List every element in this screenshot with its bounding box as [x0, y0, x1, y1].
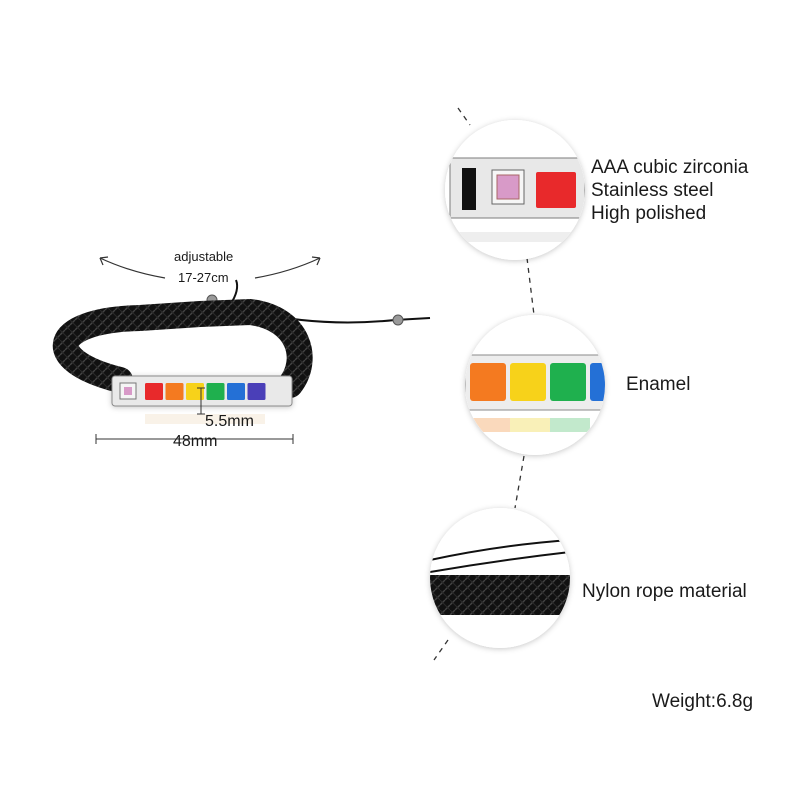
feature-rope: Nylon rope material — [582, 580, 747, 603]
detail-circle-zirconia — [445, 120, 585, 260]
enamel-block — [145, 383, 163, 400]
dimension-lines — [95, 387, 294, 444]
weight-label: Weight:6.8g — [652, 691, 754, 712]
size-range-label: 17-27cm — [178, 270, 229, 285]
enamel-block — [247, 383, 266, 400]
feature-line: Nylon rope material — [582, 581, 747, 602]
adjust-arrows — [99, 256, 321, 279]
feature-line: High polished — [591, 203, 707, 224]
bracelet — [52, 279, 431, 424]
enamel-block — [165, 383, 184, 400]
feature-line: Enamel — [626, 374, 691, 395]
dashed-connectors — [433, 107, 535, 661]
feature-enamel: Enamel — [626, 373, 690, 396]
enamel-block — [227, 383, 245, 400]
height-dimension: 5.5mm — [205, 413, 254, 430]
adjustable-label: adjustable — [174, 249, 234, 264]
enamel-block — [186, 383, 204, 400]
feature-line: Stainless steel — [591, 180, 714, 201]
gem-stone — [124, 387, 132, 395]
enamel-block — [206, 383, 225, 400]
detail-circle-enamel — [465, 315, 605, 455]
width-dimension: 48mm — [173, 433, 218, 450]
feature-line: AAA cubic zirconia — [591, 157, 749, 178]
detail-circle-rope — [430, 508, 570, 648]
feature-zirconia: AAA cubic zirconia Stainless steel High … — [591, 156, 748, 225]
